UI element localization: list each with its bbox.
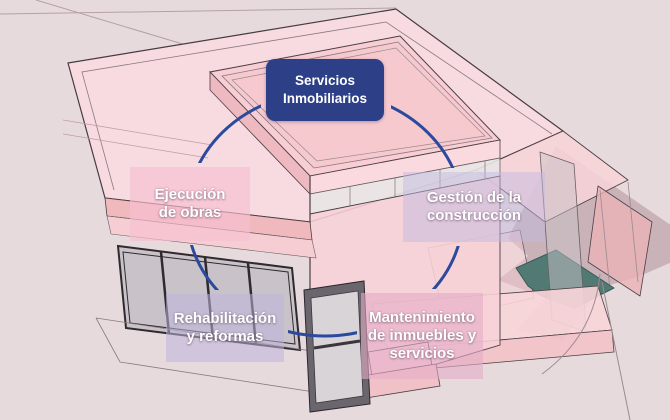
diagram-node-servicios-inmobiliarios: Servicios Inmobiliarios (266, 59, 384, 121)
ground-curve (541, 273, 631, 420)
diagram-node-mantenimiento-de-inmuebles: Mantenimiento de inmuebles y servicios (361, 293, 483, 379)
diagram-node-rehabilitacion-y-reformas: Rehabilitación y reformas (166, 294, 284, 362)
ground-perspective-lines (0, 0, 397, 49)
diagram-node-gestion-de-la-construccion: Gestión de la construcción (403, 172, 545, 242)
diagram-node-ejecucion-de-obras: Ejecución de obras (130, 167, 250, 241)
